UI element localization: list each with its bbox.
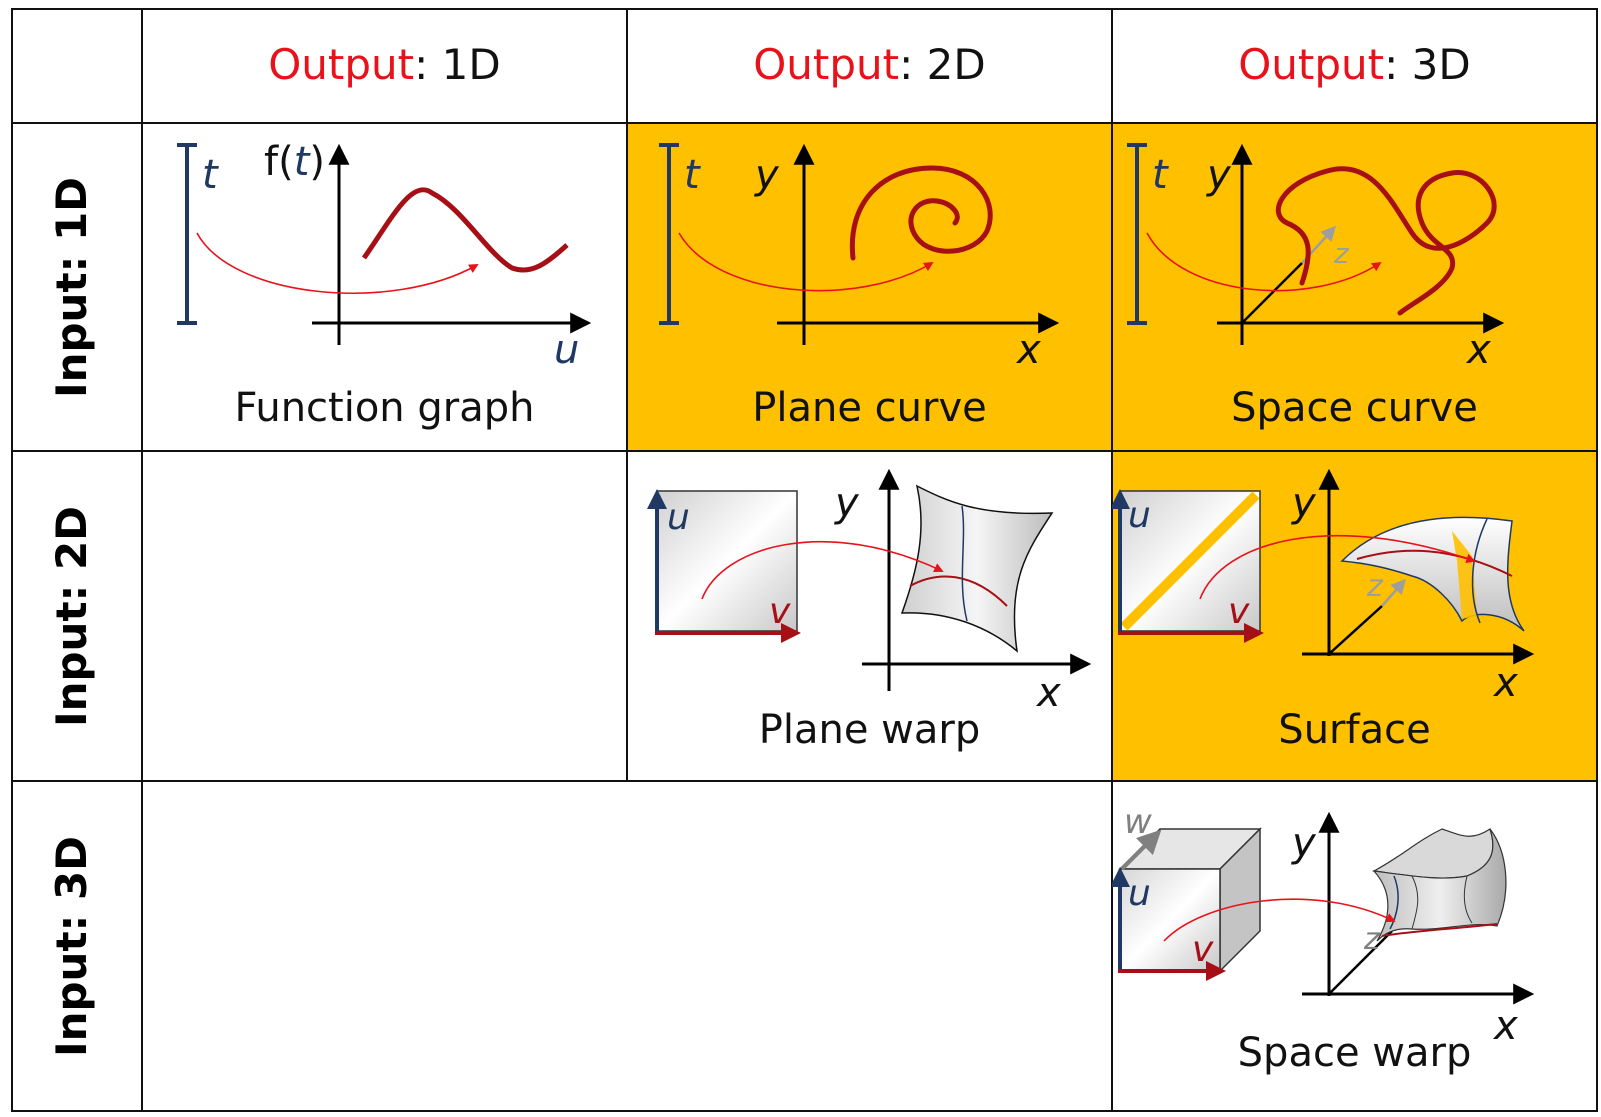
space-curve-illustration: t y z x bbox=[1127, 143, 1505, 373]
param-square bbox=[656, 490, 798, 632]
axis-z: z bbox=[1363, 922, 1381, 957]
diagonal-stripe bbox=[1120, 491, 1260, 631]
caption-function-graph: Function graph bbox=[234, 385, 535, 431]
surface-u-line bbox=[1471, 518, 1488, 624]
caption-plane-curve: Plane curve bbox=[752, 385, 987, 431]
warped-box-side-seam bbox=[1463, 875, 1473, 924]
curved-surface bbox=[1340, 516, 1525, 632]
axis-u: u bbox=[1128, 873, 1151, 914]
param-interval bbox=[659, 143, 679, 325]
knot-curve bbox=[1275, 166, 1497, 316]
plane-curve-illustration: t y x bbox=[659, 143, 1060, 373]
highlight-plane-curve bbox=[627, 123, 1112, 451]
warped-v-line bbox=[909, 575, 1008, 607]
axis-y: y bbox=[1206, 152, 1232, 198]
f-label: f(t) bbox=[264, 139, 325, 185]
axis-u: u bbox=[1128, 495, 1151, 536]
warped-v-line bbox=[1381, 923, 1498, 937]
column-header-2d: Output: 2D bbox=[627, 14, 1112, 114]
z-axis bbox=[1241, 262, 1303, 324]
param-t: t bbox=[1152, 152, 1169, 198]
axis-z: z bbox=[1366, 569, 1384, 604]
header-dim: : 2D bbox=[899, 39, 986, 89]
axis-y: y bbox=[1291, 480, 1317, 526]
axis-v: v bbox=[1192, 929, 1214, 970]
surface-v-line bbox=[1356, 549, 1513, 577]
row-label-2d: Input: 2D bbox=[6, 451, 138, 781]
mapping-arrow bbox=[196, 232, 479, 294]
axis-x: x bbox=[1465, 327, 1491, 373]
axis-x: x bbox=[1035, 670, 1061, 716]
mapping-arrow bbox=[1163, 898, 1396, 942]
axis-y: y bbox=[1291, 820, 1317, 866]
axis-z: z bbox=[1333, 237, 1350, 270]
header-output-word: Output bbox=[268, 39, 415, 89]
axis-y: y bbox=[834, 480, 860, 526]
mapping-arrow bbox=[701, 540, 944, 600]
z-axis bbox=[1328, 605, 1383, 655]
caption-surface: Surface bbox=[1278, 707, 1431, 753]
warped-box-front-seam bbox=[1411, 875, 1419, 930]
z-axis bbox=[1328, 930, 1393, 995]
axis-y: y bbox=[754, 152, 780, 198]
space-warp-illustration: w u v y z x bbox=[1112, 802, 1535, 1049]
row-label-1d: Input: 1D bbox=[6, 123, 138, 451]
caption-space-warp: Space warp bbox=[1237, 1030, 1472, 1076]
function-curve bbox=[361, 187, 569, 273]
w-axis bbox=[1120, 829, 1162, 871]
axis-u: u bbox=[554, 327, 579, 373]
axis-x: x bbox=[1015, 327, 1041, 373]
header-dim: : 3D bbox=[1384, 39, 1471, 89]
caption-plane-warp: Plane warp bbox=[758, 707, 981, 753]
param-t: t bbox=[684, 152, 701, 198]
mapping-arrow bbox=[1199, 534, 1476, 600]
warped-u-line bbox=[1389, 875, 1399, 930]
function-graph-illustration: t f(t) u bbox=[177, 139, 592, 373]
axis-x: x bbox=[1492, 1003, 1518, 1049]
param-t: t bbox=[202, 152, 219, 198]
axis-x: x bbox=[1492, 660, 1518, 706]
row-label-3d: Input: 3D bbox=[6, 781, 138, 1111]
column-header-3d: Output: 3D bbox=[1112, 14, 1597, 114]
axis-v: v bbox=[769, 591, 791, 632]
header-dim: : 1D bbox=[414, 39, 501, 89]
cube-front bbox=[1119, 868, 1221, 972]
warped-u-line bbox=[961, 505, 968, 622]
axis-w: w bbox=[1124, 802, 1152, 842]
caption-space-curve: Space curve bbox=[1231, 385, 1478, 431]
row-label-text: Input: 3D bbox=[47, 835, 97, 1057]
row-label-text: Input: 2D bbox=[47, 505, 97, 727]
warped-quad bbox=[900, 484, 1054, 653]
surface-illustration: u v y z x bbox=[1112, 468, 1535, 706]
surface-stripe bbox=[1452, 531, 1477, 619]
column-header-1d: Output: 1D bbox=[142, 14, 627, 114]
spiral-curve bbox=[849, 165, 993, 261]
plane-warp-illustration: u v y x bbox=[647, 468, 1092, 716]
row-label-text: Input: 1D bbox=[47, 176, 97, 398]
header-output-word: Output bbox=[1238, 39, 1385, 89]
param-interval bbox=[177, 143, 197, 325]
header-output-word: Output bbox=[753, 39, 900, 89]
param-interval bbox=[1127, 143, 1147, 325]
mapping-arrow bbox=[1146, 232, 1382, 292]
warped-box-top bbox=[1372, 828, 1494, 879]
mapping-arrow bbox=[678, 232, 934, 292]
axis-u: u bbox=[667, 497, 690, 538]
axis-v: v bbox=[1228, 591, 1250, 632]
highlight-space-curve bbox=[1112, 123, 1597, 451]
z-axis-tip bbox=[1381, 578, 1406, 607]
